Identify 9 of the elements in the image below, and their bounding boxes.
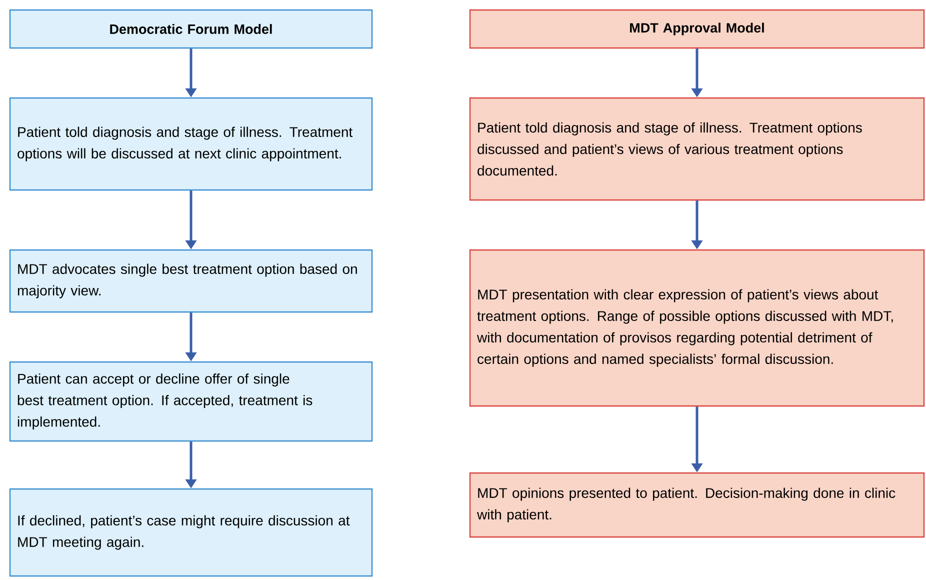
heading-box: MDT Approval Model — [469, 9, 925, 49]
process-box: Patient told diagnosis and stage of illness. Treatment options discussed and patient’s views of various treatment options documented. — [469, 97, 925, 201]
process-box: MDT opinions presented to patient. Decision-making done in clinic with patient. — [469, 472, 925, 538]
process-box: MDT presentation with clear expression of patient’s views about treatment options. Range of possible options discussed with MDT, with documentation of provisos regarding potential detriment of certain options and named specialists’ formal discussion. — [469, 249, 925, 407]
process-box: Patient can accept or decline offer of single best treatment option. If accepted, treatment is implemented. — [9, 361, 373, 442]
process-box: If declined, patient’s case might require discussion at MDT meeting again. — [9, 488, 373, 577]
process-box: MDT advocates single best treatment option based on majority view. — [9, 249, 373, 313]
process-box: Patient told diagnosis and stage of illness. Treatment options will be discussed at next clinic appointment. — [9, 97, 373, 191]
heading-box: Democratic Forum Model — [9, 9, 373, 49]
